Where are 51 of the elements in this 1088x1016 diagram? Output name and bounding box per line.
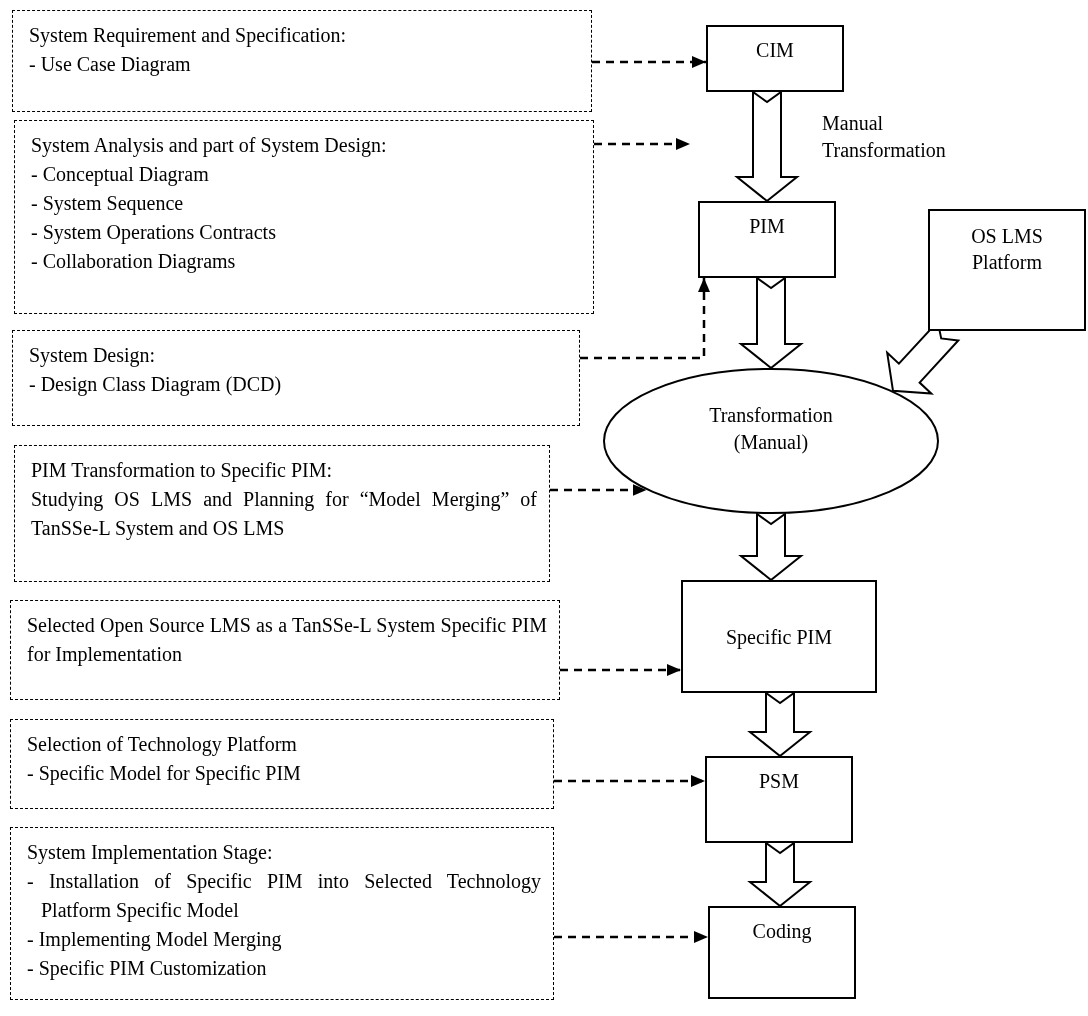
list-item: - System Sequence: [31, 191, 185, 217]
block-arrow: [747, 841, 813, 908]
block-arrow: [747, 691, 813, 758]
dashed-arrow: [594, 138, 690, 150]
list-item: - Collaboration Diagrams: [31, 249, 237, 275]
dashed-note-box: [10, 827, 554, 1000]
dashed-note-box: [12, 330, 580, 426]
box-heading: System Design:: [29, 343, 157, 369]
block-arrow: [734, 90, 800, 203]
dashed-arrow: [554, 775, 705, 787]
dashed-arrow: [580, 278, 710, 360]
process-box: [708, 906, 856, 999]
box-heading: PIM Transformation to Specific PIM:: [31, 458, 334, 484]
dashed-note-box: [14, 445, 550, 582]
process-box: [705, 756, 853, 843]
dashed-note-box: [14, 120, 594, 314]
list-item: - Design Class Diagram (DCD): [29, 372, 283, 398]
process-box: [706, 25, 844, 92]
box-label: Specific PIM: [725, 625, 833, 650]
box-text: Selected Open Source LMS as a TanSSe-L System Specific PIM for Implementation: [27, 613, 547, 668]
dashed-note-box: [10, 719, 554, 809]
list-item: - Conceptual Diagram: [31, 162, 210, 188]
box-label: Transformation (Manual): [708, 403, 834, 456]
list-item: - System Operations Contracts: [31, 220, 277, 246]
list-item: - Implementing Model Merging: [27, 927, 283, 953]
box-label: Coding: [752, 919, 812, 944]
process-ellipse: [603, 368, 939, 514]
box-label: PIM: [749, 214, 785, 239]
box-label: CIM: [756, 38, 794, 63]
dashed-arrow: [592, 56, 706, 68]
block-arrow: [738, 276, 804, 370]
list-item: - Use Case Diagram: [29, 52, 192, 78]
list-item: - Specific PIM Customization: [27, 956, 268, 982]
box-label: PSM: [759, 769, 799, 794]
box-heading: System Analysis and part of System Design:: [31, 133, 388, 159]
dashed-note-box: [12, 10, 592, 112]
list-item: - Installation of Specific PIM into Selected Technology Platform Specific Model: [27, 869, 541, 924]
box-label: OS LMS Platform: [970, 224, 1044, 275]
box-text: Studying OS LMS and Planning for “Model Merging” of TanSSe-L System and OS LMS: [31, 487, 537, 542]
list-item: - Specific Model for Specific PIM: [27, 761, 302, 787]
dashed-arrow: [550, 484, 647, 496]
box-heading: System Implementation Stage:: [27, 840, 274, 866]
dashed-note-box: [10, 600, 560, 700]
process-box: [698, 201, 836, 278]
process-box: [928, 209, 1086, 331]
box-heading: System Requirement and Specification:: [29, 23, 348, 49]
block-arrow: [738, 512, 804, 582]
process-box: [681, 580, 877, 693]
box-heading: Selection of Technology Platform: [27, 732, 298, 758]
dashed-arrow: [560, 664, 681, 676]
dashed-arrow: [554, 931, 708, 943]
